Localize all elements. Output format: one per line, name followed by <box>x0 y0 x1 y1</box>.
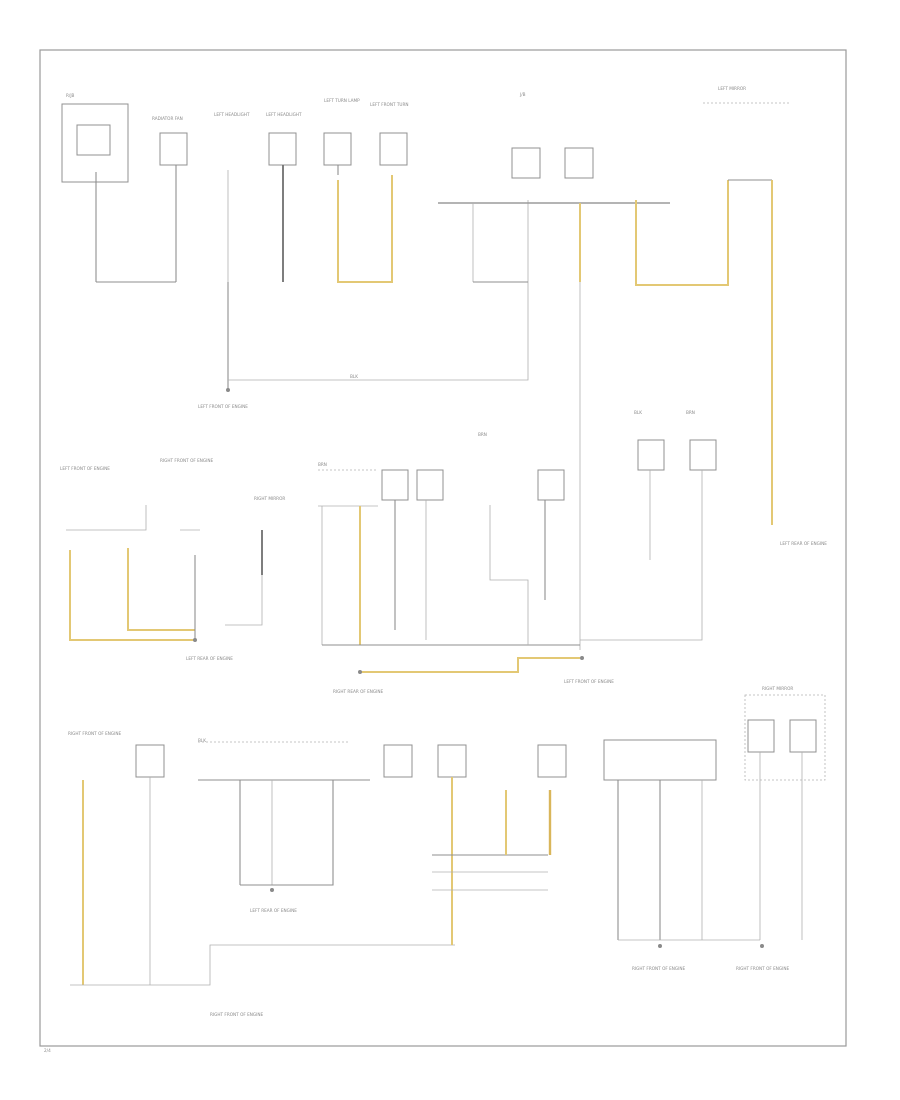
radiator-fan-connector <box>159 132 188 166</box>
label-sensor: RIGHT MIRROR <box>254 496 285 501</box>
ground-label-4: RIGHT REAR OF ENGINE <box>333 689 384 694</box>
connector-box <box>76 124 111 156</box>
ground-label-8: RIGHT FRONT OF ENGINE <box>632 966 685 971</box>
label-radiator-fan: RADIATOR FAN <box>152 116 183 121</box>
ground-label-6: RIGHT FRONT OF ENGINE <box>210 1012 263 1017</box>
label-left-headlight-2: LEFT HEADLIGHT <box>266 112 302 117</box>
label-switch-2: BRN <box>686 410 695 415</box>
bottom-right-connector-2 <box>789 719 817 753</box>
label-bottom-1: RIGHT FRONT OF ENGINE <box>68 731 121 736</box>
bottom-connector-4 <box>537 744 567 778</box>
bottom-right-relay-frame <box>744 694 826 781</box>
switch-connector-2 <box>689 439 717 471</box>
junction-connector-2 <box>564 147 594 179</box>
junction-connector-1 <box>511 147 541 179</box>
label-relay-box: R/JB <box>66 93 75 98</box>
bottom-right-box <box>603 739 717 781</box>
bottom-right-connector-1 <box>747 719 775 753</box>
label-bottom-right: RIGHT MIRROR <box>762 686 793 691</box>
center-connector-2 <box>416 469 444 501</box>
label-center-cluster: BRN <box>318 462 327 467</box>
label-junction-block: J/B <box>519 92 526 97</box>
page-number: 2/4 <box>44 1048 51 1053</box>
left-front-turn-connector <box>379 132 408 166</box>
left-turn-lamp-connector <box>323 132 352 166</box>
label-center-right: BRN <box>478 432 487 437</box>
center-connector-1 <box>381 469 409 501</box>
label-mid-left-2: RIGHT FRONT OF ENGINE <box>160 458 213 463</box>
label-right-relay: LEFT MIRROR <box>718 86 746 91</box>
center-right-connector-1 <box>537 469 565 501</box>
switch-connector-1 <box>637 439 665 471</box>
label-left-headlight: LEFT HEADLIGHT <box>214 112 250 117</box>
label-left-front-turn: LEFT FRONT TURN <box>370 102 409 107</box>
label-switch-1: BLK <box>634 410 642 415</box>
left-headlight-connector <box>268 132 297 166</box>
ground-label-7: LEFT REAR OF ENGINE <box>250 908 297 913</box>
label-bottom-harness: BLK <box>198 738 206 743</box>
ground-label-1: LEFT FRONT OF ENGINE <box>198 404 248 409</box>
wire-code-1: BLK <box>350 374 358 379</box>
bottom-connector-1 <box>135 744 165 778</box>
ground-label-5: LEFT FRONT OF ENGINE <box>564 679 614 684</box>
bottom-connector-3 <box>437 744 467 778</box>
ground-label-2: LEFT REAR OF ENGINE <box>780 541 827 546</box>
bottom-connector-2 <box>383 744 413 778</box>
ground-label-3: LEFT REAR OF ENGINE <box>186 656 233 661</box>
ground-label-9: RIGHT FRONT OF ENGINE <box>736 966 789 971</box>
label-mid-left-1: LEFT FRONT OF ENGINE <box>60 466 110 471</box>
label-left-turn-lamp: LEFT TURN LAMP <box>324 98 360 103</box>
diagram-frame <box>39 49 847 1047</box>
